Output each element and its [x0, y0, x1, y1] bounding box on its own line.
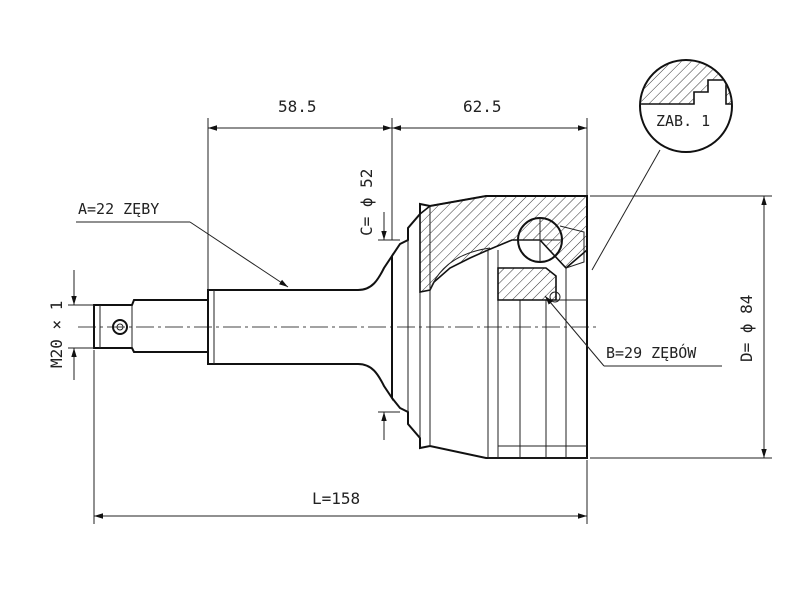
outer-race-housing	[391, 195, 588, 459]
dimension-outer-diameter: D= ϕ 84	[737, 295, 756, 362]
detail-view	[591, 59, 733, 271]
detail-label: ZAB. 1	[656, 112, 710, 130]
thread-dimension-lines	[68, 270, 94, 380]
inner-teeth-label: B=29 ZĘBÓW	[606, 343, 697, 362]
inner-teeth-leader	[544, 295, 722, 367]
dimension-bearing-diameter: C= ϕ 52	[357, 169, 376, 236]
top-dimension-lines	[207, 118, 588, 300]
outer-diameter-dimension-lines	[590, 195, 772, 459]
dimension-right-section: 62.5	[463, 97, 502, 116]
shaft-teeth-label: A=22 ZĘBY	[78, 200, 159, 218]
dimension-total-length: L=158	[312, 489, 360, 508]
total-length-dimension-lines	[93, 350, 588, 524]
dimension-thread: M20 × 1	[47, 301, 66, 368]
bearing-seat-dimension-lines	[378, 212, 400, 440]
dimension-left-section: 58.5	[278, 97, 317, 116]
shaft-teeth-leader	[76, 221, 289, 288]
